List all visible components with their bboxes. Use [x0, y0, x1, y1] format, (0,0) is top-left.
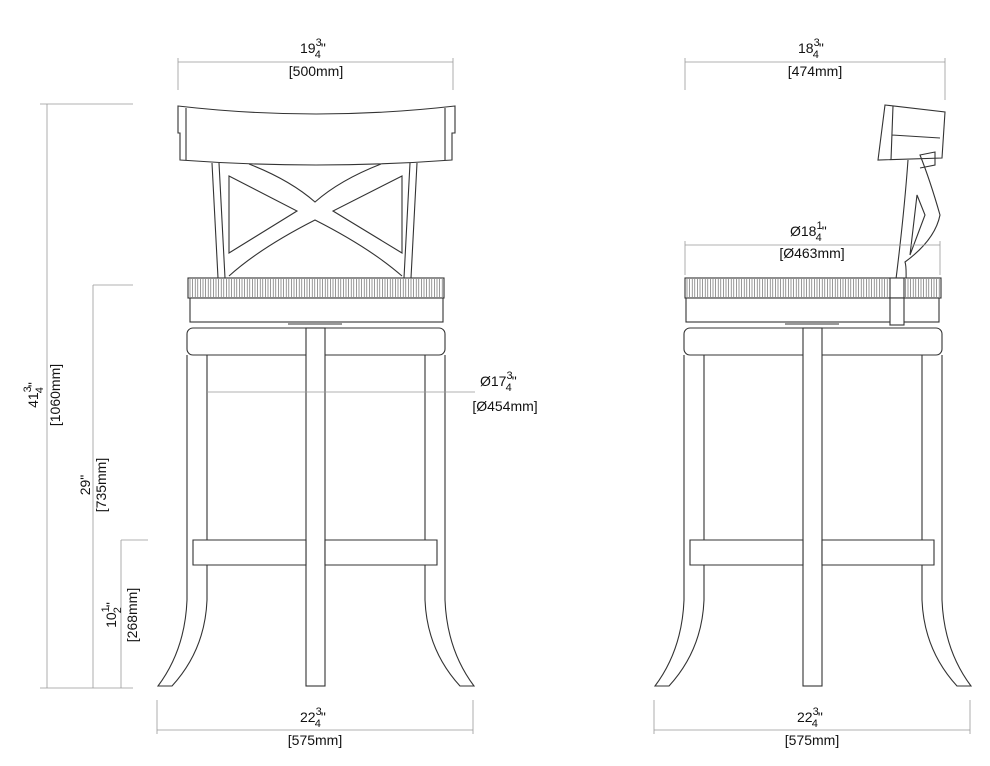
side-swivel — [772, 321, 852, 329]
front-backrest-top — [177, 105, 456, 166]
svg-text:1012": 1012" — [100, 602, 124, 628]
footrest-height-label: 1012" [268mm] — [100, 588, 140, 642]
seat-height-label: 29" [735mm] — [77, 458, 109, 512]
front-right-leg — [424, 355, 476, 687]
svg-text:29": 29" — [77, 475, 93, 496]
front-swivel — [275, 321, 355, 329]
side-backrest — [877, 104, 946, 161]
svg-text:[1060mm]: [1060mm] — [47, 364, 63, 426]
side-center-leg — [802, 327, 823, 687]
front-back-frame — [211, 162, 418, 279]
front-seat-base — [189, 297, 444, 323]
side-left-leg — [653, 355, 705, 687]
depth-metric: [474mm] — [788, 63, 842, 79]
front-left-leg — [156, 355, 208, 687]
back-width-metric: [500mm] — [289, 63, 343, 79]
overall-height-label: 4134" [1060mm] — [22, 364, 63, 426]
side-footrest — [689, 539, 935, 566]
svg-text:[268mm]: [268mm] — [124, 588, 140, 642]
side-right-leg — [921, 355, 973, 687]
front-center-leg — [305, 327, 326, 687]
svg-text:[735mm]: [735mm] — [93, 458, 109, 512]
base-width-metric: [575mm] — [288, 732, 342, 748]
side-base-width-metric: [575mm] — [785, 732, 839, 748]
svg-text:4134": 4134" — [22, 382, 46, 408]
seat-diameter-metric: [Ø454mm] — [472, 398, 537, 414]
front-footrest — [192, 539, 438, 566]
side-seat-diameter-metric: [Ø463mm] — [779, 245, 844, 261]
